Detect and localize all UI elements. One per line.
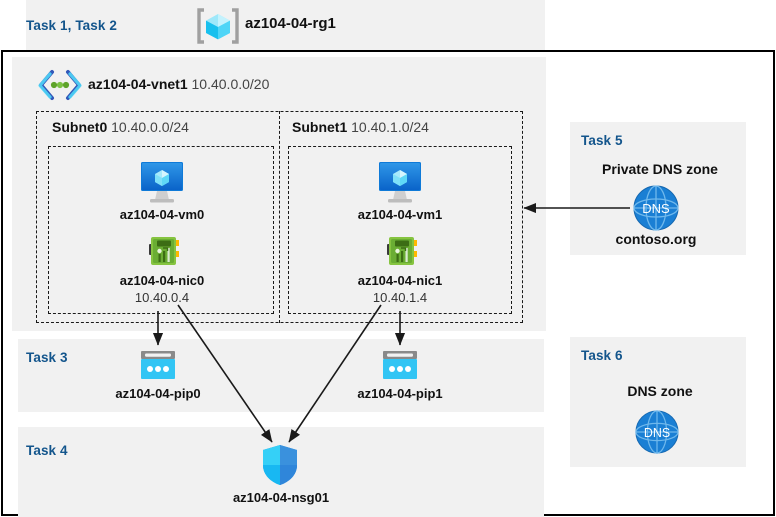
subnet0-resources-box — [48, 146, 274, 314]
resource-group-cube-icon — [196, 6, 240, 46]
pip1-label: az104-04-pip1 — [357, 386, 443, 401]
dns-zone-heading: DNS zone — [627, 383, 693, 399]
network-interface-icon — [146, 234, 180, 268]
virtual-network-icon — [36, 68, 84, 102]
virtual-machine-icon — [376, 160, 424, 204]
task-label-6: Task 6 — [581, 348, 623, 363]
task3-panel — [18, 339, 544, 412]
resource-group-name: az104-04-rg1 — [245, 15, 336, 32]
vm1-label: az104-04-vm1 — [357, 207, 443, 222]
pip0-label: az104-04-pip0 — [115, 386, 201, 401]
svg-text:DNS: DNS — [644, 426, 670, 440]
svg-text:DNS: DNS — [642, 201, 670, 216]
nic1-label: az104-04-nic1 — [357, 273, 443, 288]
header-band — [26, 0, 545, 50]
vnet-title: az104-04-vnet1 10.40.0.0/20 — [88, 76, 270, 92]
nic1-ip: 10.40.1.4 — [372, 290, 428, 305]
subnet1-cidr: 10.40.1.0/24 — [351, 119, 429, 135]
network-interface-icon — [384, 234, 418, 268]
subnet0-title: Subnet0 10.40.0.0/24 — [52, 119, 189, 135]
public-ip-address-icon — [379, 349, 421, 383]
nsg-label: az104-04-nsg01 — [232, 490, 330, 505]
subnet1-title: Subnet1 10.40.1.0/24 — [292, 119, 429, 135]
dns-globe-icon: DNS — [632, 184, 680, 232]
dns-globe-icon: DNS — [634, 409, 680, 455]
vnet-cidr: 10.40.0.0/20 — [191, 76, 270, 92]
public-ip-address-icon — [137, 349, 179, 383]
nic0-label: az104-04-nic0 — [119, 273, 205, 288]
vm0-label: az104-04-vm0 — [119, 207, 205, 222]
task-label-4: Task 4 — [26, 443, 68, 458]
network-security-group-shield-icon — [260, 443, 300, 487]
private-dns-zone-heading: Private DNS zone — [602, 161, 718, 177]
task-label-1-2: Task 1, Task 2 — [26, 18, 117, 33]
task-label-5: Task 5 — [581, 133, 623, 148]
nic0-ip: 10.40.0.4 — [134, 290, 190, 305]
virtual-machine-icon — [138, 160, 186, 204]
subnet-divider — [279, 111, 280, 323]
task-label-3: Task 3 — [26, 350, 68, 365]
subnet0-cidr: 10.40.0.0/24 — [111, 119, 189, 135]
private-dns-zone-name: contoso.org — [615, 231, 697, 247]
